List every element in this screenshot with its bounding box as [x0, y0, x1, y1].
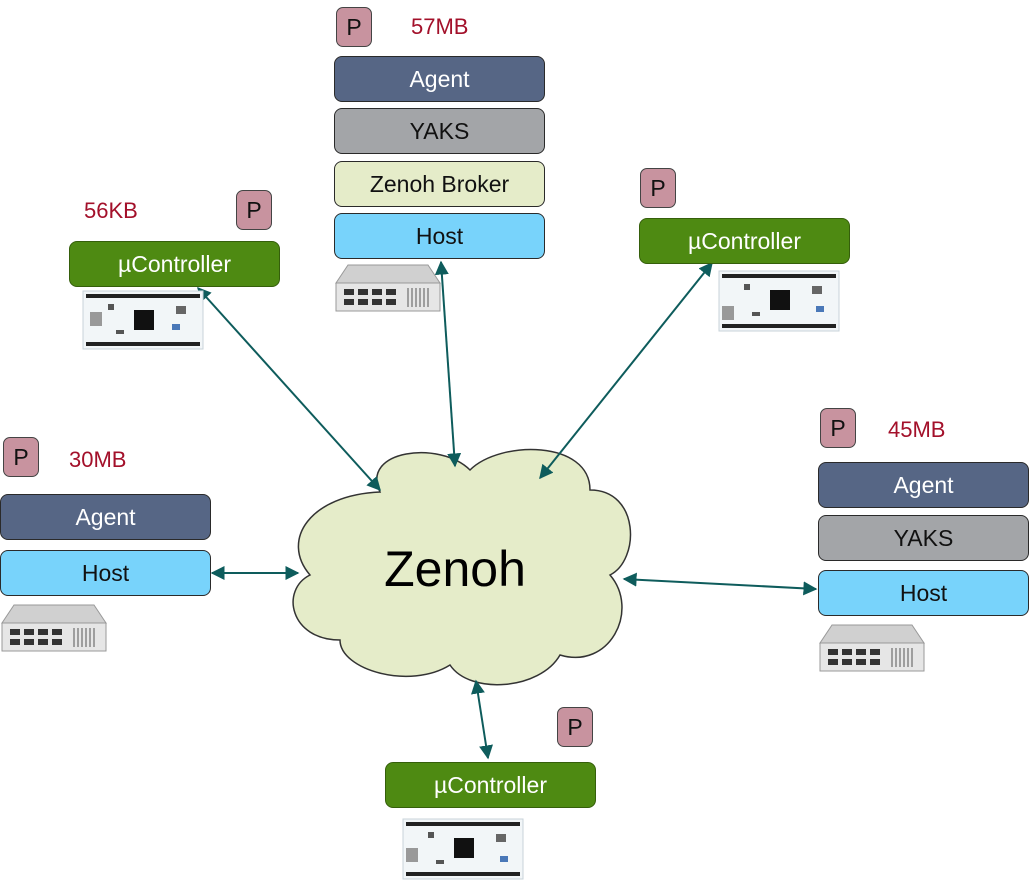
server-icon — [1, 604, 107, 652]
right-mcu-p-badge: P — [640, 168, 676, 208]
broker-p-badge: P — [336, 7, 372, 47]
right-host-p-badge: P — [820, 408, 856, 448]
circuit-board-icon — [82, 290, 204, 350]
zenoh-label: Zenoh — [384, 541, 526, 597]
link-bottom-mcu-zenoh — [471, 679, 493, 760]
circuit-board-icon — [402, 818, 524, 880]
broker-memory: 57MB — [411, 14, 469, 39]
right-ucontroller: µController — [639, 218, 850, 264]
right-host-memory: 45MB — [888, 417, 946, 442]
circuit-board-icon — [718, 270, 840, 332]
broker-zenoh-broker-layer: Zenoh Broker — [334, 161, 545, 207]
left-mcu-memory: 56KB — [84, 198, 138, 223]
link-broker-zenoh — [434, 260, 462, 468]
right-host-host-layer: Host — [818, 570, 1029, 616]
left-host-host-layer: Host — [0, 550, 211, 596]
broker-yaks-layer: YAKS — [334, 108, 545, 154]
link-left-mcu-zenoh — [197, 286, 381, 492]
left-host-memory: 30MB — [69, 447, 127, 472]
right-host-yaks-layer: YAKS — [818, 515, 1029, 561]
left-mcu-p-badge: P — [236, 190, 272, 230]
left-ucontroller: µController — [69, 241, 280, 287]
link-right-host-zenoh — [622, 572, 818, 596]
bottom-mcu-p-badge: P — [557, 707, 593, 747]
zenoh-cloud — [292, 448, 632, 686]
broker-host-layer: Host — [334, 213, 545, 259]
server-icon — [335, 264, 441, 312]
server-icon — [819, 624, 925, 672]
left-host-agent-layer: Agent — [0, 494, 211, 540]
right-host-agent-layer: Agent — [818, 462, 1029, 508]
bottom-ucontroller: µController — [385, 762, 596, 808]
link-right-mcu-zenoh — [539, 261, 713, 480]
broker-agent-layer: Agent — [334, 56, 545, 102]
left-host-p-badge: P — [3, 437, 39, 477]
